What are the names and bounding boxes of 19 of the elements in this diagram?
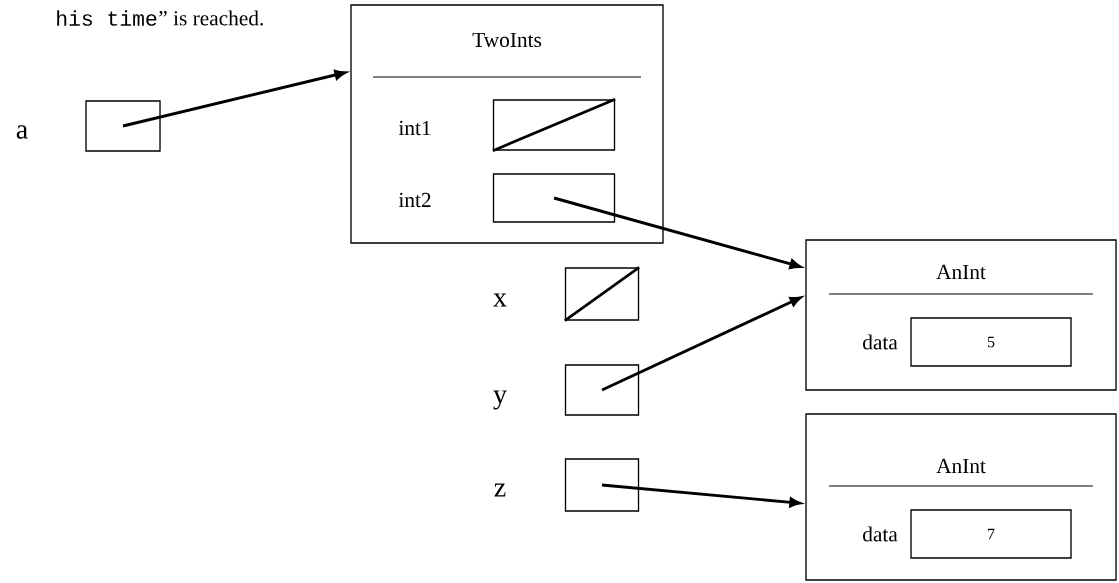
variable-box bbox=[564, 458, 640, 512]
field-box bbox=[492, 98, 616, 152]
variable-name: a bbox=[16, 125, 28, 139]
field-name: int2 bbox=[398, 192, 431, 208]
variable-name: z bbox=[494, 483, 506, 497]
field-name: int1 bbox=[398, 120, 431, 136]
field-name: data bbox=[863, 526, 898, 542]
code-text: his time bbox=[57, 10, 157, 26]
variable-box bbox=[85, 100, 161, 152]
field-box: 5 bbox=[910, 317, 1072, 367]
variable-box bbox=[564, 266, 640, 322]
field-name: data bbox=[863, 334, 898, 350]
field-box bbox=[492, 173, 616, 223]
variable-name: y bbox=[493, 390, 507, 410]
sentence-text: ” is reached. bbox=[159, 10, 263, 26]
variable-box bbox=[564, 364, 640, 416]
arrow bbox=[601, 296, 802, 392]
field-box: 7 bbox=[910, 509, 1072, 559]
variable-name: x bbox=[493, 293, 507, 307]
